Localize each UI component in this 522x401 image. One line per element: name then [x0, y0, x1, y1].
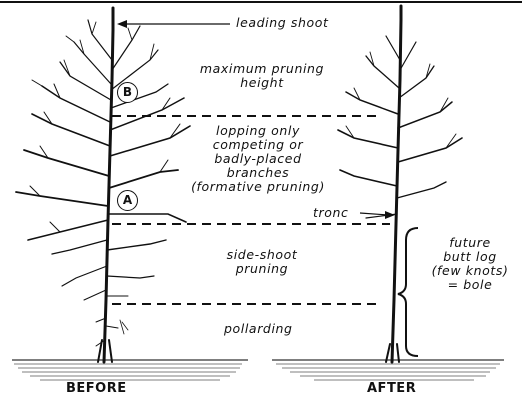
lopping-line-4: branches	[180, 166, 336, 180]
leading-shoot-arrow	[117, 20, 230, 28]
butt-log-label: future butt log (few knots) = bole	[420, 236, 520, 292]
side-shoot-line-1: side-shoot	[184, 248, 340, 262]
max-pruning-line-1: maximum pruning	[184, 62, 340, 76]
marker-a: A	[117, 190, 138, 211]
tronc-label: tronc	[313, 206, 348, 220]
lopping-line-1: lopping only	[180, 124, 336, 138]
tronc-arrow	[360, 211, 395, 219]
butt-log-line-2: butt log	[420, 250, 520, 264]
caption-after: AFTER	[367, 381, 416, 396]
lopping-line-3: badly-placed	[180, 152, 336, 166]
bole-brace	[398, 228, 418, 356]
lopping-line-2: competing or	[180, 138, 336, 152]
tree-after	[338, 6, 462, 362]
caption-before: BEFORE	[66, 381, 127, 396]
pollarding-label: pollarding	[224, 322, 293, 336]
ground-right	[272, 360, 504, 380]
max-pruning-line-2: height	[184, 76, 340, 90]
marker-b: B	[117, 82, 138, 103]
lopping-label: lopping only competing or badly-placed b…	[180, 124, 336, 194]
ground-left	[12, 360, 248, 380]
max-pruning-height-label: maximum pruning height	[184, 62, 340, 90]
leading-shoot-label: leading shoot	[236, 16, 329, 30]
butt-log-line-3: (few knots)	[420, 264, 520, 278]
lopping-line-5: (formative pruning)	[180, 180, 336, 194]
side-shoot-line-2: pruning	[184, 262, 340, 276]
tree-before	[16, 8, 190, 362]
side-shoot-label: side-shoot pruning	[184, 248, 340, 276]
butt-log-line-1: future	[420, 236, 520, 250]
butt-log-line-4: = bole	[420, 278, 520, 292]
